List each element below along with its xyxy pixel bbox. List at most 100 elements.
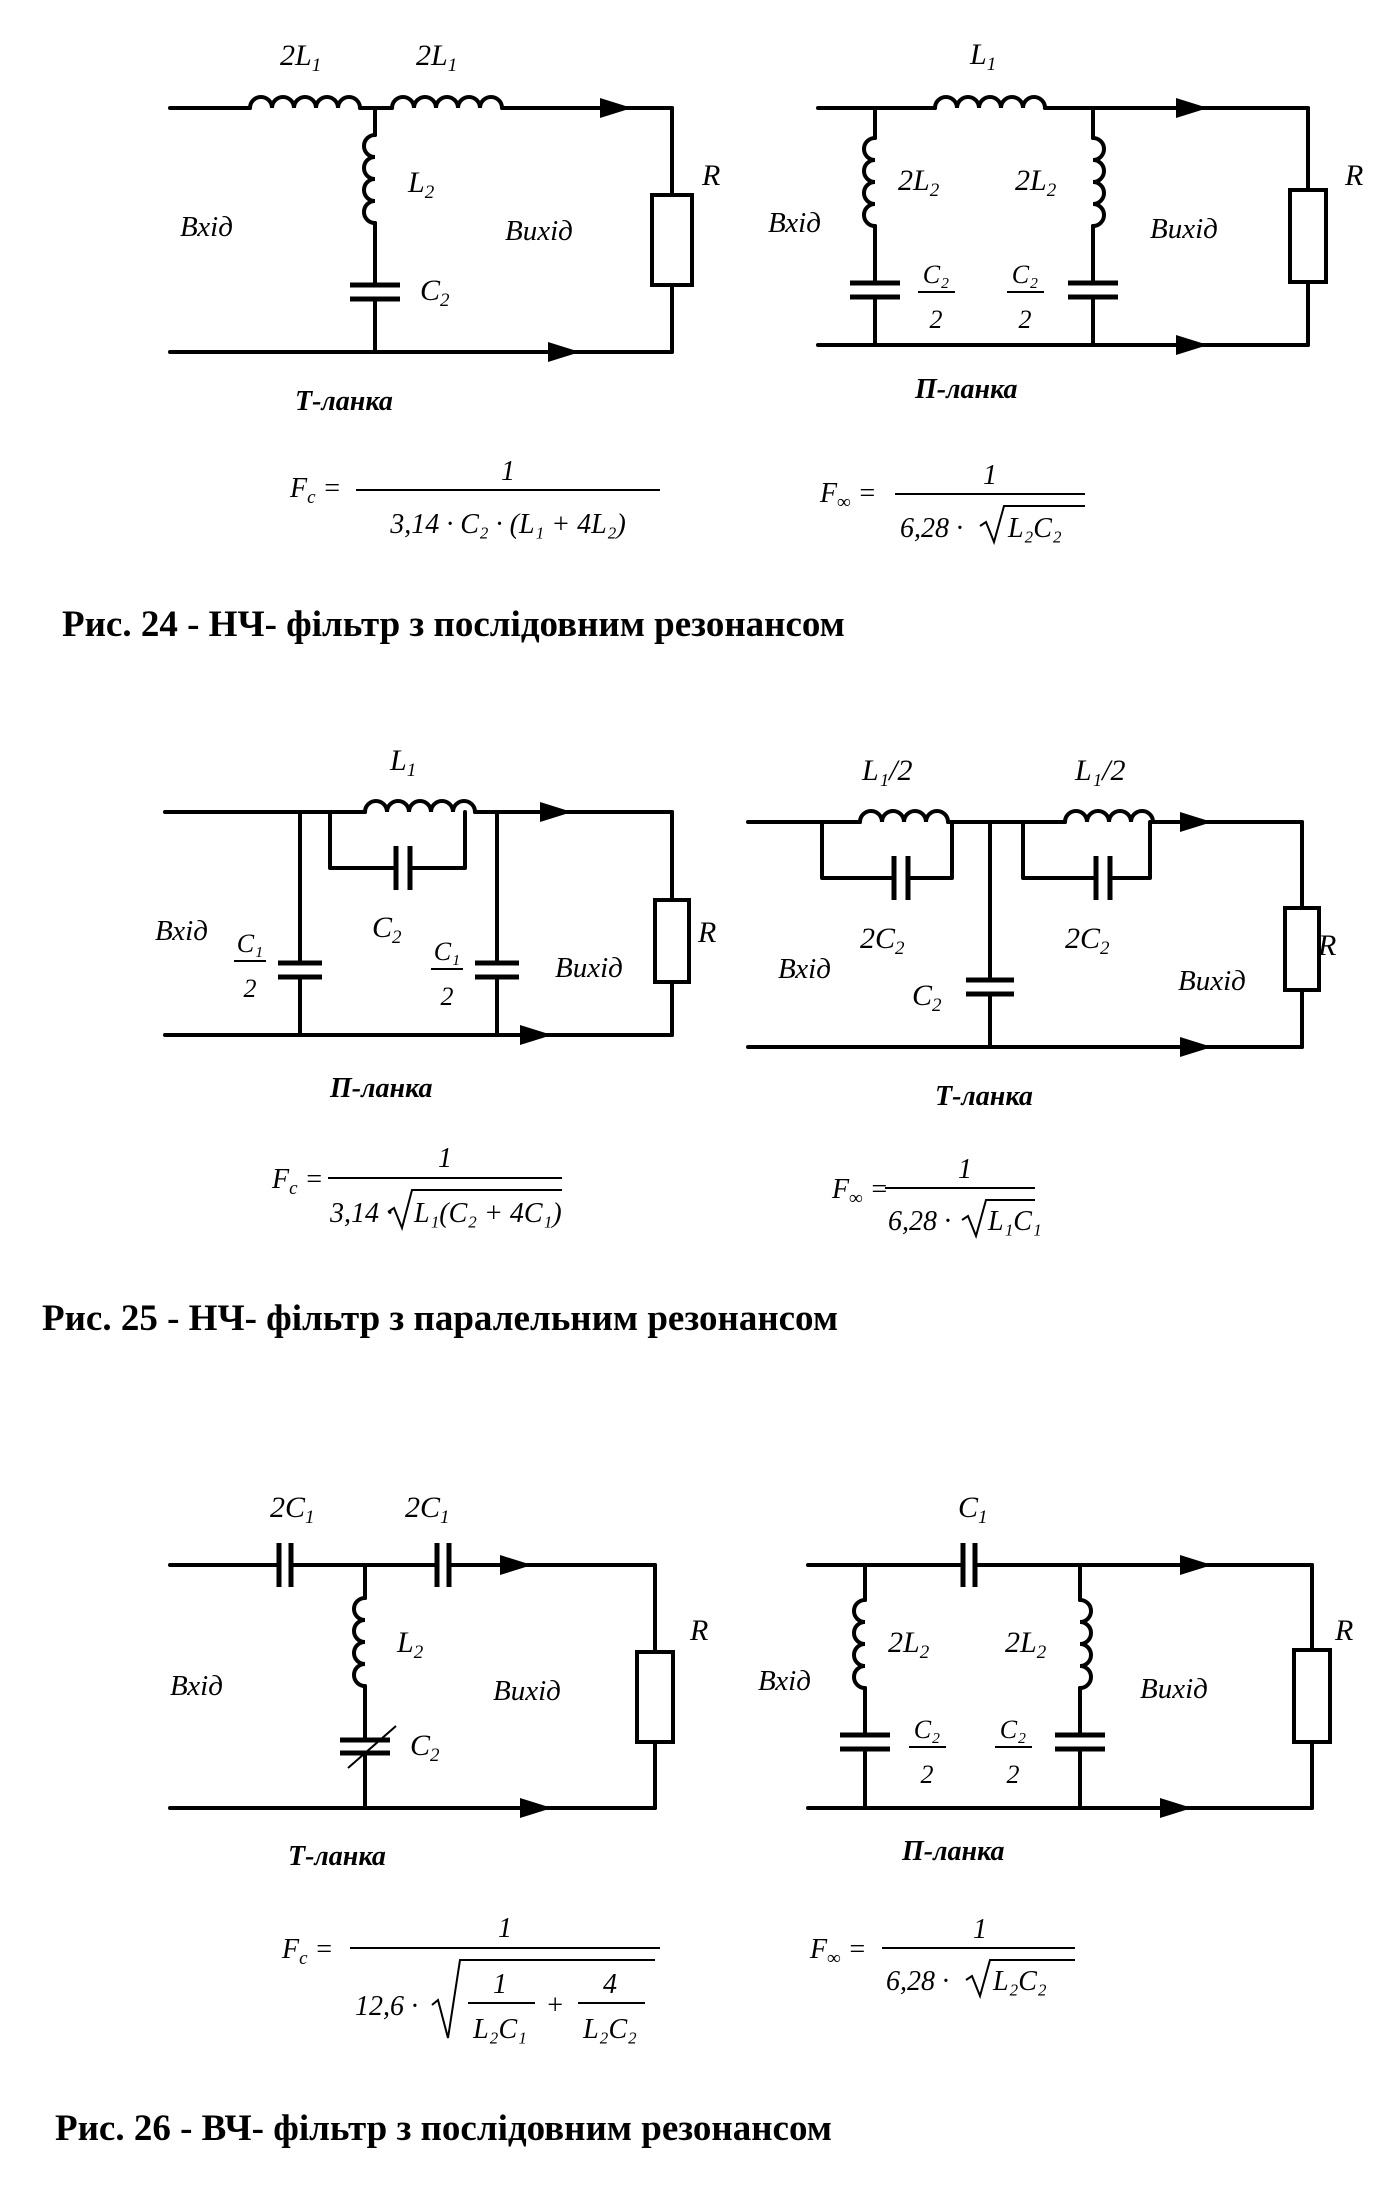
- fig24-pi-label-c2-left-num: C₂: [923, 260, 949, 289]
- fig26-pi-inductor-2l2-left: [852, 1598, 867, 1690]
- fig26-t-formula-root-a-den: L₂C₁: [472, 2014, 527, 2045]
- fig25-pi-formula-root: L₁(C₂ + 4C₁): [413, 1198, 562, 1229]
- fig26-t-formula-denominator: 12,6 ·: [355, 1991, 418, 2022]
- fig26-pi-label-2l2-left: 2L2: [888, 1626, 930, 1663]
- fig26-pi-load-resistor: [1292, 1648, 1332, 1744]
- fig24-pi-formula: F∞ = 1 6,28 · L₂C₂: [819, 460, 1085, 546]
- fig25-pi-section-name: П-ланка: [329, 1073, 433, 1104]
- fig24-pi-section-circuit: L1 2L2 2L2 C₂ 2 C₂ 2 Вхід Вихід R П-ланк…: [768, 38, 1363, 405]
- fig25-t-formula-denominator: 6,28 ·: [888, 1206, 951, 1237]
- fig26-pi-label-c2-right-den: 2: [1007, 1760, 1020, 1789]
- fig25-pi-label-l1: L1: [389, 744, 416, 781]
- fig24-t-section-name: Т-ланка: [295, 386, 393, 417]
- fig26-pi-label-c2-right-num: C₂: [1000, 1715, 1026, 1744]
- fig25-pi-formula-denominator: 3,14 ·: [329, 1198, 393, 1229]
- fig26-t-formula: Fc = 1 12,6 · 1 L₂C₁ + 4 L₂C₂: [281, 1913, 660, 2045]
- fig26-pi-label-r: R: [1334, 1614, 1353, 1647]
- fig24-pi-label-c2-right-den: 2: [1019, 305, 1032, 334]
- fig25-caption: Рис. 25 - НЧ- фільтр з паралельним резон…: [42, 1298, 838, 1339]
- fig24-t-inductor-2l1-right: [390, 95, 504, 110]
- fig26-t-load-resistor: [635, 1650, 675, 1744]
- fig25-t-formula-lhs: F∞ =: [831, 1174, 889, 1209]
- fig25-pi-label-c1-left-den: 2: [244, 974, 257, 1003]
- fig26-t-section-name: Т-ланка: [288, 1841, 386, 1872]
- fig25-t-inductor-left: [858, 809, 950, 824]
- fig26-t-bottom-arrow: [520, 1798, 552, 1818]
- fig24-caption: Рис. 24 - НЧ- фільтр з послідовним резон…: [62, 604, 845, 645]
- fig24-pi-label-r: R: [1344, 159, 1363, 192]
- fig24-pi-formula-denominator: 6,28 ·: [900, 513, 963, 544]
- fig26-pi-bottom-arrow: [1160, 1798, 1192, 1818]
- fig25-t-label-l1-half-left: L₁/2: [861, 754, 912, 787]
- fig26-t-output-label: Вихід: [493, 1675, 561, 1707]
- fig25-pi-label-c1-right-den: 2: [441, 982, 454, 1011]
- fig25-pi-top-arrow: [540, 802, 572, 822]
- fig26-t-formula-numerator: 1: [498, 1913, 512, 1944]
- fig24-pi-label-l1: L1: [969, 38, 996, 75]
- fig26-pi-label-c2-left-den: 2: [921, 1760, 934, 1789]
- fig25-t-inductor-right: [1063, 809, 1155, 824]
- fig25-t-label-c2: C2: [912, 979, 942, 1016]
- fig25-t-section-circuit: L₁/2 L₁/2 2C2 2C2 C2 Вхід Вихід R Т-ланк…: [746, 754, 1336, 1112]
- fig26-pi-section-circuit: C1 2L2 2L2 C₂ 2 C₂ 2 Вхід Вихід R П-ланк…: [758, 1491, 1353, 1867]
- fig25-t-formula: F∞ = 1 6,28 · L₁C₁: [831, 1154, 1042, 1240]
- fig26-t-label-2c1-left: 2C1: [270, 1491, 315, 1528]
- fig25-pi-bottom-arrow: [520, 1025, 552, 1045]
- fig26-pi-section-name: П-ланка: [901, 1836, 1005, 1867]
- fig26-pi-formula: F∞ = 1 6,28 · L₂C₂: [809, 1914, 1075, 2000]
- fig26-t-label-l2: L2: [396, 1626, 424, 1663]
- fig25-t-section-name: Т-ланка: [935, 1081, 1033, 1112]
- fig26-t-inductor-l2: [352, 1596, 367, 1688]
- fig24-pi-section-name: П-ланка: [914, 374, 1018, 405]
- fig24-pi-load-resistor: [1288, 188, 1328, 284]
- fig24-pi-formula-root: L₂C₂: [1007, 513, 1062, 544]
- fig25-t-label-2c2-left: 2C2: [860, 922, 905, 959]
- fig25-pi-label-c1-right-num: C₁: [434, 937, 460, 966]
- fig26-pi-input-label: Вхід: [758, 1665, 811, 1697]
- fig26-t-input-label: Вхід: [170, 1670, 223, 1702]
- fig26-t-top-arrow: [500, 1555, 532, 1575]
- fig24-pi-bottom-arrow: [1176, 335, 1208, 355]
- fig24-pi-output-label: Вихід: [1150, 213, 1218, 245]
- fig25-t-bottom-arrow: [1180, 1037, 1212, 1057]
- fig26-pi-label-c1: C1: [958, 1491, 988, 1528]
- fig24-pi-formula-numerator: 1: [983, 460, 997, 491]
- fig24-pi-inductor-2l2-right: [1091, 136, 1106, 228]
- fig26-pi-inductor-2l2-right: [1078, 1598, 1093, 1690]
- fig25-pi-label-c2: C2: [372, 911, 402, 948]
- fig25-pi-label-c1-left-num: C₁: [237, 929, 263, 958]
- fig24-t-label-2l1-right: 2L1: [416, 39, 457, 76]
- fig25-t-label-r: R: [1317, 929, 1336, 962]
- fig25-t-label-2c2-right: 2C2: [1065, 922, 1110, 959]
- fig24-t-label-l2: L2: [407, 166, 435, 203]
- fig26-pi-label-c2-left-num: C₂: [914, 1715, 940, 1744]
- fig25-t-formula-numerator: 1: [958, 1154, 972, 1185]
- fig25-t-formula-root: L₁C₁: [987, 1206, 1042, 1237]
- fig24-pi-label-c2-left-den: 2: [930, 305, 943, 334]
- fig26-t-section-circuit: 2C1 2C1 L2 C2 Вхід Вихід R Т-ланка: [168, 1491, 708, 1872]
- fig25-pi-inductor-l1: [363, 799, 477, 814]
- fig24-pi-inductor-2l2-left: [862, 136, 877, 228]
- fig26-pi-formula-root: L₂C₂: [992, 1966, 1047, 1997]
- fig26-t-formula-root-a-num: 1: [493, 1969, 507, 2000]
- fig26-caption: Рис. 26 - ВЧ- фільтр з послідовним резон…: [55, 2108, 832, 2149]
- fig24-t-inductor-l2: [362, 133, 377, 225]
- fig25-t-output-label: Вихід: [1178, 965, 1246, 997]
- fig25-pi-formula-numerator: 1: [438, 1143, 452, 1174]
- fig26-t-formula-root-op: +: [546, 1990, 565, 2021]
- fig25-pi-section-circuit: L1 C2 C₁ 2 C₁ 2 Вхід Вихід R П-ланка: [155, 744, 716, 1104]
- fig26-t-formula-lhs: Fc =: [281, 1934, 333, 1969]
- fig24-t-load-resistor: [650, 193, 694, 287]
- fig25-pi-formula: Fc = 1 3,14 · L₁(C₂ + 4C₁): [271, 1143, 562, 1232]
- fig26-pi-output-label: Вихід: [1140, 1673, 1208, 1705]
- fig25-pi-formula-lhs: Fc =: [271, 1164, 323, 1199]
- fig26-t-formula-root-b-num: 4: [603, 1969, 617, 2000]
- fig24-t-label-c2: C2: [420, 274, 450, 311]
- fig24-t-bottom-arrow: [548, 342, 580, 362]
- fig26-pi-formula-lhs: F∞ =: [809, 1934, 867, 1969]
- fig24-pi-label-2l2-left: 2L2: [898, 164, 940, 201]
- fig25-t-top-arrow: [1180, 812, 1212, 832]
- fig24-pi-label-c2-right-num: C₂: [1012, 260, 1038, 289]
- fig26-t-label-c2: C2: [410, 1729, 440, 1766]
